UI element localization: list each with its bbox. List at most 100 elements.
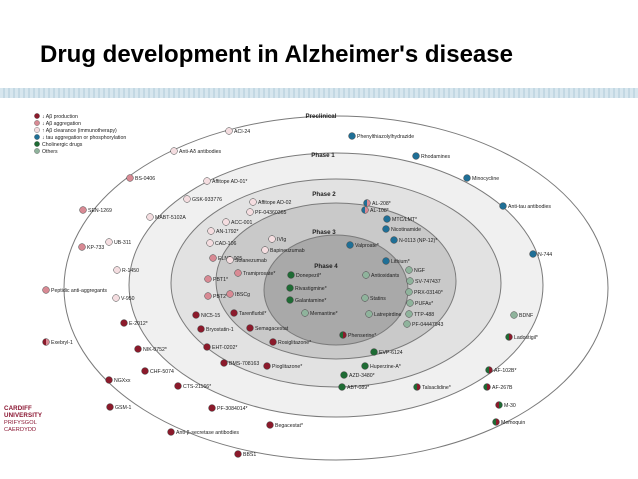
drug-label: Rhodamines [421,154,451,160]
drug-marker [234,450,242,458]
drug-label: NGF [414,268,425,274]
drug-marker-outline [505,333,513,341]
drug-marker-outline [485,366,493,374]
legend-label: ↓ Aβ production [42,114,78,120]
drug-label: Solanezumab [235,258,267,264]
drug-rivastigmine: Rivastigmine* [286,284,327,292]
logo-line-3: PRIFYSGOL [4,419,37,426]
drug-marker-outline [413,383,421,391]
drug-exebryl-1: Exebryl-1 [42,338,73,346]
legend-label: ↑ Aβ clearance (immunotherapy) [42,128,117,134]
drug-affitope-ad-02: Affitope AD-02 [249,198,291,206]
drug-label: NIC5-15 [201,313,220,319]
drug-marker [246,208,254,216]
drug-rhodamines: Rhodamines [412,152,451,160]
drug-label: BBS1 [243,452,256,458]
drug-marker [42,286,50,294]
drug-sen-1269: SEN-1269 [79,206,112,214]
drug-marker-half [343,331,347,339]
drug-label: Memantine* [310,311,338,317]
drug-marker [463,174,471,182]
drug-pbt2: PBT2* [204,292,228,300]
drug-label: Affitope AD-01* [212,179,247,185]
drug-label: IBSCg [235,292,250,298]
drug-label: PF-04360365 [255,210,287,216]
drug-e-2012: E-2012* [120,319,148,327]
legend-item: ↓ Aβ aggregation [34,120,81,127]
drug-label: Lithium* [391,259,410,265]
drug-label: M-30 [504,403,516,409]
drug-label: AN-1792* [216,229,239,235]
drug-aci-24: ACI-24 [225,127,250,135]
drug-m-30: M-30 [495,401,516,409]
legend-item: ↓ tau aggregation or phosphorylation [34,134,126,141]
drug-marker [203,177,211,185]
drug-label: Tarenflurbil* [239,311,266,317]
drug-label: Antioxidants [371,273,400,279]
logo-line-1: CARDIFF [4,405,32,412]
drug-marker [301,309,309,317]
drug-label: Latrepirdine [374,312,402,318]
drug-marker [362,271,370,279]
logo-line-2: UNIVERSITY [4,412,43,420]
drug-memantine: Memantine* [301,309,338,317]
drug-label: Anti-tau antibodies [508,204,551,210]
drug-label: Phenylthiazolylhydrazide [357,134,414,140]
drug-chf-5074: CHF-5074 [141,367,174,375]
drug-marker-outline [483,383,491,391]
drug-bbs1: BBS1 [234,450,256,458]
drug-label: Anti-β-secretase antibodies [176,430,239,436]
drug-marker-outline [492,418,500,426]
legend: ↓ Aβ production↓ Aβ aggregation↑ Aβ clea… [34,113,126,155]
drug-marker [105,376,113,384]
drug-marker [412,152,420,160]
legend-swatch [34,141,40,147]
drug-marker [208,404,216,412]
drug-marker-half [489,366,493,374]
phase-label-phase-2: Phase 2 [312,191,336,198]
drug-ngf: NGF [405,266,425,274]
drug-label: AL-108* [370,208,389,214]
drug-al-108: AL-108* [361,206,389,214]
drug-label: Bryostatin-1 [206,327,234,333]
drug-label: Galantamine* [295,298,326,304]
drug-marker [263,362,271,370]
drug-marker [112,294,120,302]
drug-marker [382,257,390,265]
legend-swatch [34,120,40,126]
drug-marker [204,275,212,283]
drug-marker [390,236,398,244]
drug-marker [249,198,257,206]
drug-marker [204,292,212,300]
legend-item: Cholinergic drugs [34,141,83,148]
drug-marker [348,132,356,140]
drug-label: PF-3084014* [217,406,248,412]
drug-label: MTC/LMT* [392,217,417,223]
page-title: Drug development in Alzheimer's disease [40,41,513,68]
drug-label: UB-311 [114,240,131,246]
phase-label-preclinical: Preclinical [306,113,337,120]
drug-evp-6124: EVP-6124 [370,348,403,356]
drug-marker [106,403,114,411]
drug-eht-0202: EHT-0202* [203,343,237,351]
drug-marker-outline [495,401,503,409]
drug-marker [234,269,242,277]
drug-label: BS-0406 [135,176,155,182]
drug-label: ACC-001 [231,220,252,226]
phase-label-phase-4: Phase 4 [314,263,338,270]
drug-gsk-933776: GSK-933776 [183,195,222,203]
drug-label: Ladostigil* [514,335,538,341]
drug-label: Rosiglitazone* [278,340,311,346]
drug-mtc-lmt: MTC/LMT* [383,215,417,223]
drug-marker-half [505,333,509,341]
drug-marker-half [361,206,365,214]
drug-label: Begacestat* [275,423,303,429]
drug-ibscg: IBSCg [226,290,250,298]
drug-label: Rivastigmine* [295,286,327,292]
drug-marker [269,338,277,346]
drug-marker-half [367,199,371,207]
drug-ub-311: UB-311 [105,238,131,246]
drug-label: NIK-0752* [143,347,167,353]
drug-label: AF-267B [492,385,513,391]
